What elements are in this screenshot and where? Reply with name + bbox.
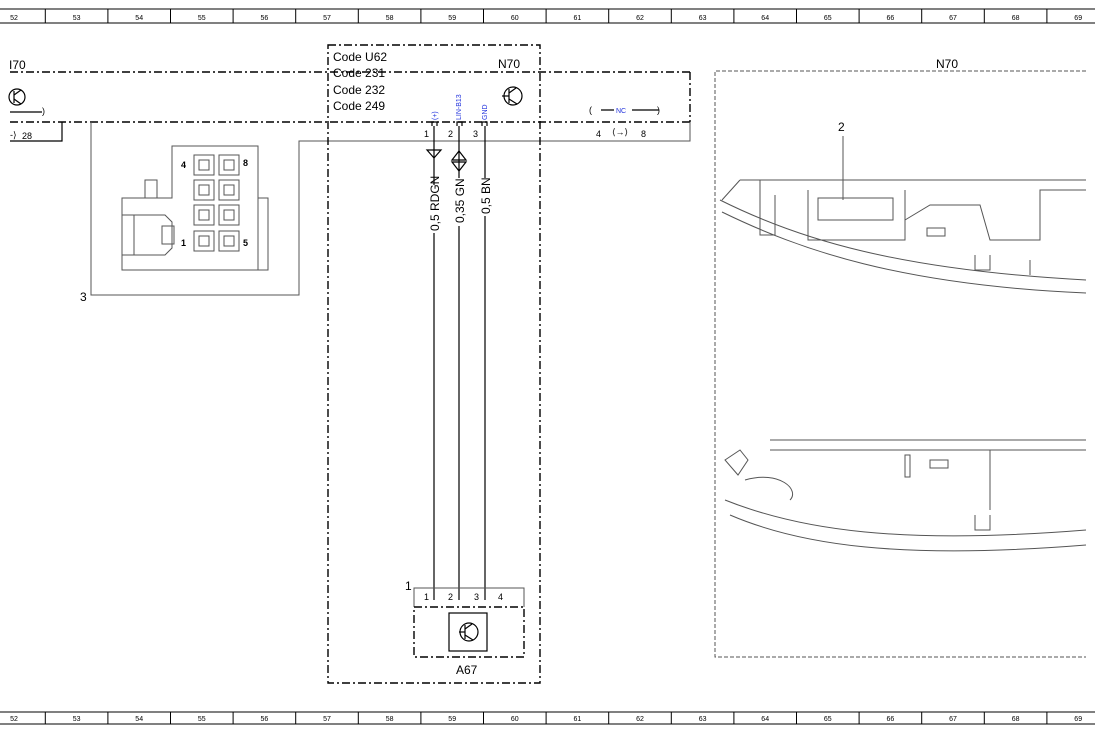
code-line: Code 232 xyxy=(333,83,385,97)
pin-label-4: 4 xyxy=(181,160,186,170)
photo-ref-2: 2 xyxy=(838,120,845,134)
pin-number: 4 xyxy=(596,129,601,139)
left-component-i70: I70 ) -⟩ 28 3 4 8 1 5 xyxy=(8,58,691,304)
pin-number: 4 xyxy=(498,592,503,602)
column-number: 59 xyxy=(448,15,456,22)
column-number: 57 xyxy=(323,15,331,22)
column-number: 58 xyxy=(386,15,394,22)
connector-pin xyxy=(223,184,235,196)
column-number: 67 xyxy=(949,15,957,22)
column-number: 63 xyxy=(699,15,707,22)
wire-label-bn: 0,5 BN xyxy=(479,177,493,214)
column-number: 52 xyxy=(10,716,18,723)
signal-label: GND xyxy=(482,104,489,120)
column-number: 56 xyxy=(261,15,269,22)
column-number: 64 xyxy=(761,716,769,723)
module-label-n70: N70 xyxy=(498,57,520,71)
column-number: 52 xyxy=(10,15,18,22)
sensor-label: A67 xyxy=(456,663,478,677)
column-number: 63 xyxy=(699,716,707,723)
code-line: Code 249 xyxy=(333,99,385,113)
code-box xyxy=(327,44,541,684)
connector-ref: 1 xyxy=(405,579,412,593)
pin-number: 2 xyxy=(448,592,453,602)
column-number: 56 xyxy=(261,716,269,723)
column-number: 55 xyxy=(198,15,206,22)
column-number: 62 xyxy=(636,15,644,22)
column-number: 53 xyxy=(73,15,81,22)
column-number: 57 xyxy=(323,716,331,723)
transistor-icon xyxy=(459,622,479,642)
sensor-a67: 1 1 2 3 4 A67 xyxy=(405,579,525,677)
nc-label: NC xyxy=(616,108,626,115)
code-line: Code 231 xyxy=(333,66,385,80)
column-number: 54 xyxy=(135,716,143,723)
column-number: 68 xyxy=(1012,716,1020,723)
pin-number: 3 xyxy=(473,129,478,139)
left-component-label: I70 xyxy=(9,58,26,72)
column-number: 53 xyxy=(73,716,81,723)
wire-ref-3: 3 xyxy=(80,290,87,304)
pin-number: 8 xyxy=(641,129,646,139)
column-ruler-top: 52 53 54 55 56 57 58 59 60 61 62 63 64 65 66 67 68 69 xyxy=(0,8,1095,24)
column-number: 60 xyxy=(511,15,519,22)
connector-pin xyxy=(198,184,210,196)
connector-pin xyxy=(198,209,210,221)
column-number: 69 xyxy=(1074,716,1082,723)
left-pin-28: 28 xyxy=(22,131,32,141)
column-ruler-bottom: 52 53 54 55 56 57 58 59 60 61 62 63 64 65 66 67 68 69 xyxy=(0,711,1095,725)
connector-pin xyxy=(223,159,235,171)
transistor-icon xyxy=(502,86,523,106)
column-number: 66 xyxy=(887,716,895,723)
connector-pin xyxy=(198,159,210,171)
column-number: 62 xyxy=(636,716,644,723)
wire-label-gn: 0,35 GN xyxy=(453,178,467,223)
column-number: 61 xyxy=(574,15,582,22)
column-number: 65 xyxy=(824,716,832,723)
code-line: Code U62 xyxy=(333,50,387,64)
wire-label-rdgn: 0,5 RDGN xyxy=(428,176,442,231)
connector-pin xyxy=(223,209,235,221)
svg-text:): ) xyxy=(657,105,660,115)
connector-pin xyxy=(223,235,235,247)
column-number: 64 xyxy=(761,15,769,22)
column-number: 69 xyxy=(1074,15,1082,22)
signal-label: (+) xyxy=(432,111,439,120)
column-number: 59 xyxy=(448,716,456,723)
column-number: 61 xyxy=(574,716,582,723)
pin-number: 2 xyxy=(448,129,453,139)
column-number: 58 xyxy=(386,716,394,723)
column-number: 66 xyxy=(887,15,895,22)
connector-drawing: 4 8 1 5 xyxy=(121,145,269,271)
pin-label-8: 8 xyxy=(243,158,248,168)
column-number: 54 xyxy=(135,15,143,22)
n70-photo-drawing: N70 2 xyxy=(714,57,1087,658)
column-number: 68 xyxy=(1012,15,1020,22)
wires: 0,5 RDGN 0,35 GN 0,5 BN xyxy=(425,126,493,600)
svg-text:): ) xyxy=(42,106,45,116)
pin-label-1: 1 xyxy=(181,238,186,248)
column-number: 55 xyxy=(198,716,206,723)
pin-label-5: 5 xyxy=(243,238,248,248)
photo-label: N70 xyxy=(936,57,958,71)
column-number: 67 xyxy=(949,716,957,723)
column-number: 65 xyxy=(824,15,832,22)
signal-label: LIN-B13 xyxy=(456,94,463,120)
pin-number: 3 xyxy=(474,592,479,602)
transistor-icon xyxy=(8,88,26,106)
svg-text:(: ( xyxy=(589,105,592,115)
column-number: 60 xyxy=(511,716,519,723)
svg-text:⟨→⟩: ⟨→⟩ xyxy=(612,127,628,137)
pin-number: 1 xyxy=(424,592,429,602)
pin-number: 1 xyxy=(424,129,429,139)
module-pins: (+) LIN-B13 GND 1 2 3 () NC 4 ⟨→⟩ 8 xyxy=(424,94,660,139)
connector-pin xyxy=(198,235,210,247)
svg-text:-⟩: -⟩ xyxy=(10,130,17,140)
